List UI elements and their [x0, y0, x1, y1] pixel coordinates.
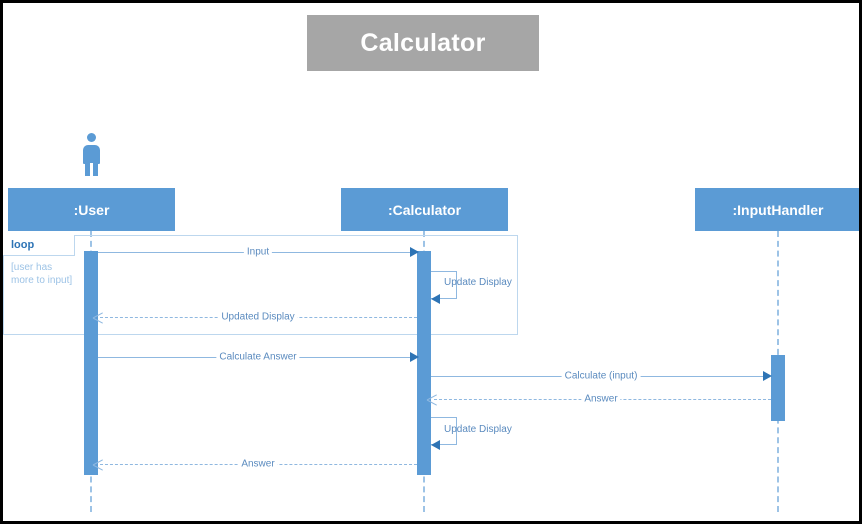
message-label-updated-display: Updated Display: [218, 311, 298, 323]
lifeline-label-calculator: :Calculator: [387, 201, 462, 218]
loop-fragment-label: loop: [11, 239, 35, 251]
actor-body-icon: [83, 145, 100, 164]
lifeline-header-inputhandler[interactable]: :InputHandler: [695, 188, 859, 231]
message-label-calculate-answer: Calculate Answer: [216, 351, 300, 363]
message-label-input: Input: [243, 246, 273, 258]
activation-bar-user: [84, 251, 98, 475]
arrowhead-calculate-input: [763, 371, 772, 381]
lifeline-header-calculator[interactable]: :Calculator: [341, 188, 508, 231]
loop-fragment-tab: loop: [3, 235, 75, 256]
self-message-path-update-display-2: [431, 417, 457, 445]
arrowhead-calculate-answer: [410, 352, 419, 362]
message-label-answer-inputhandler: Answer: [581, 393, 621, 405]
diagram-title-banner: Calculator: [307, 15, 539, 71]
diagram-title: Calculator: [360, 28, 486, 57]
message-label-calculate-input: Calculate (input): [561, 370, 641, 382]
lifeline-label-user: :User: [73, 201, 110, 218]
loop-fragment-guard: [user has more to input]: [11, 262, 73, 286]
message-label-update-display-1: Update Display: [444, 277, 512, 288]
arrowhead-answer-inputhandler: [427, 394, 437, 405]
arrowhead-update-display-1: [431, 294, 440, 304]
message-label-update-display-2: Update Display: [444, 424, 512, 435]
lifeline-label-inputhandler: :InputHandler: [732, 201, 824, 218]
arrowhead-update-display-2: [431, 440, 440, 450]
actor-right-leg-icon: [93, 162, 98, 176]
self-message-path-update-display-1: [431, 271, 457, 299]
activation-bar-inputhandler: [771, 355, 785, 421]
activation-bar-calculator: [417, 251, 431, 475]
arrowhead-updated-display: [93, 312, 103, 323]
actor-head-icon: [87, 133, 96, 142]
actor-left-leg-icon: [85, 162, 90, 176]
loop-fragment-box: [3, 235, 518, 335]
message-label-answer-user: Answer: [238, 458, 278, 470]
arrowhead-answer-user: [93, 459, 103, 470]
lifeline-header-user[interactable]: :User: [8, 188, 175, 231]
actor-leg-gap: [90, 163, 93, 177]
user-actor-icon: [76, 133, 106, 178]
arrowhead-input: [410, 247, 419, 257]
